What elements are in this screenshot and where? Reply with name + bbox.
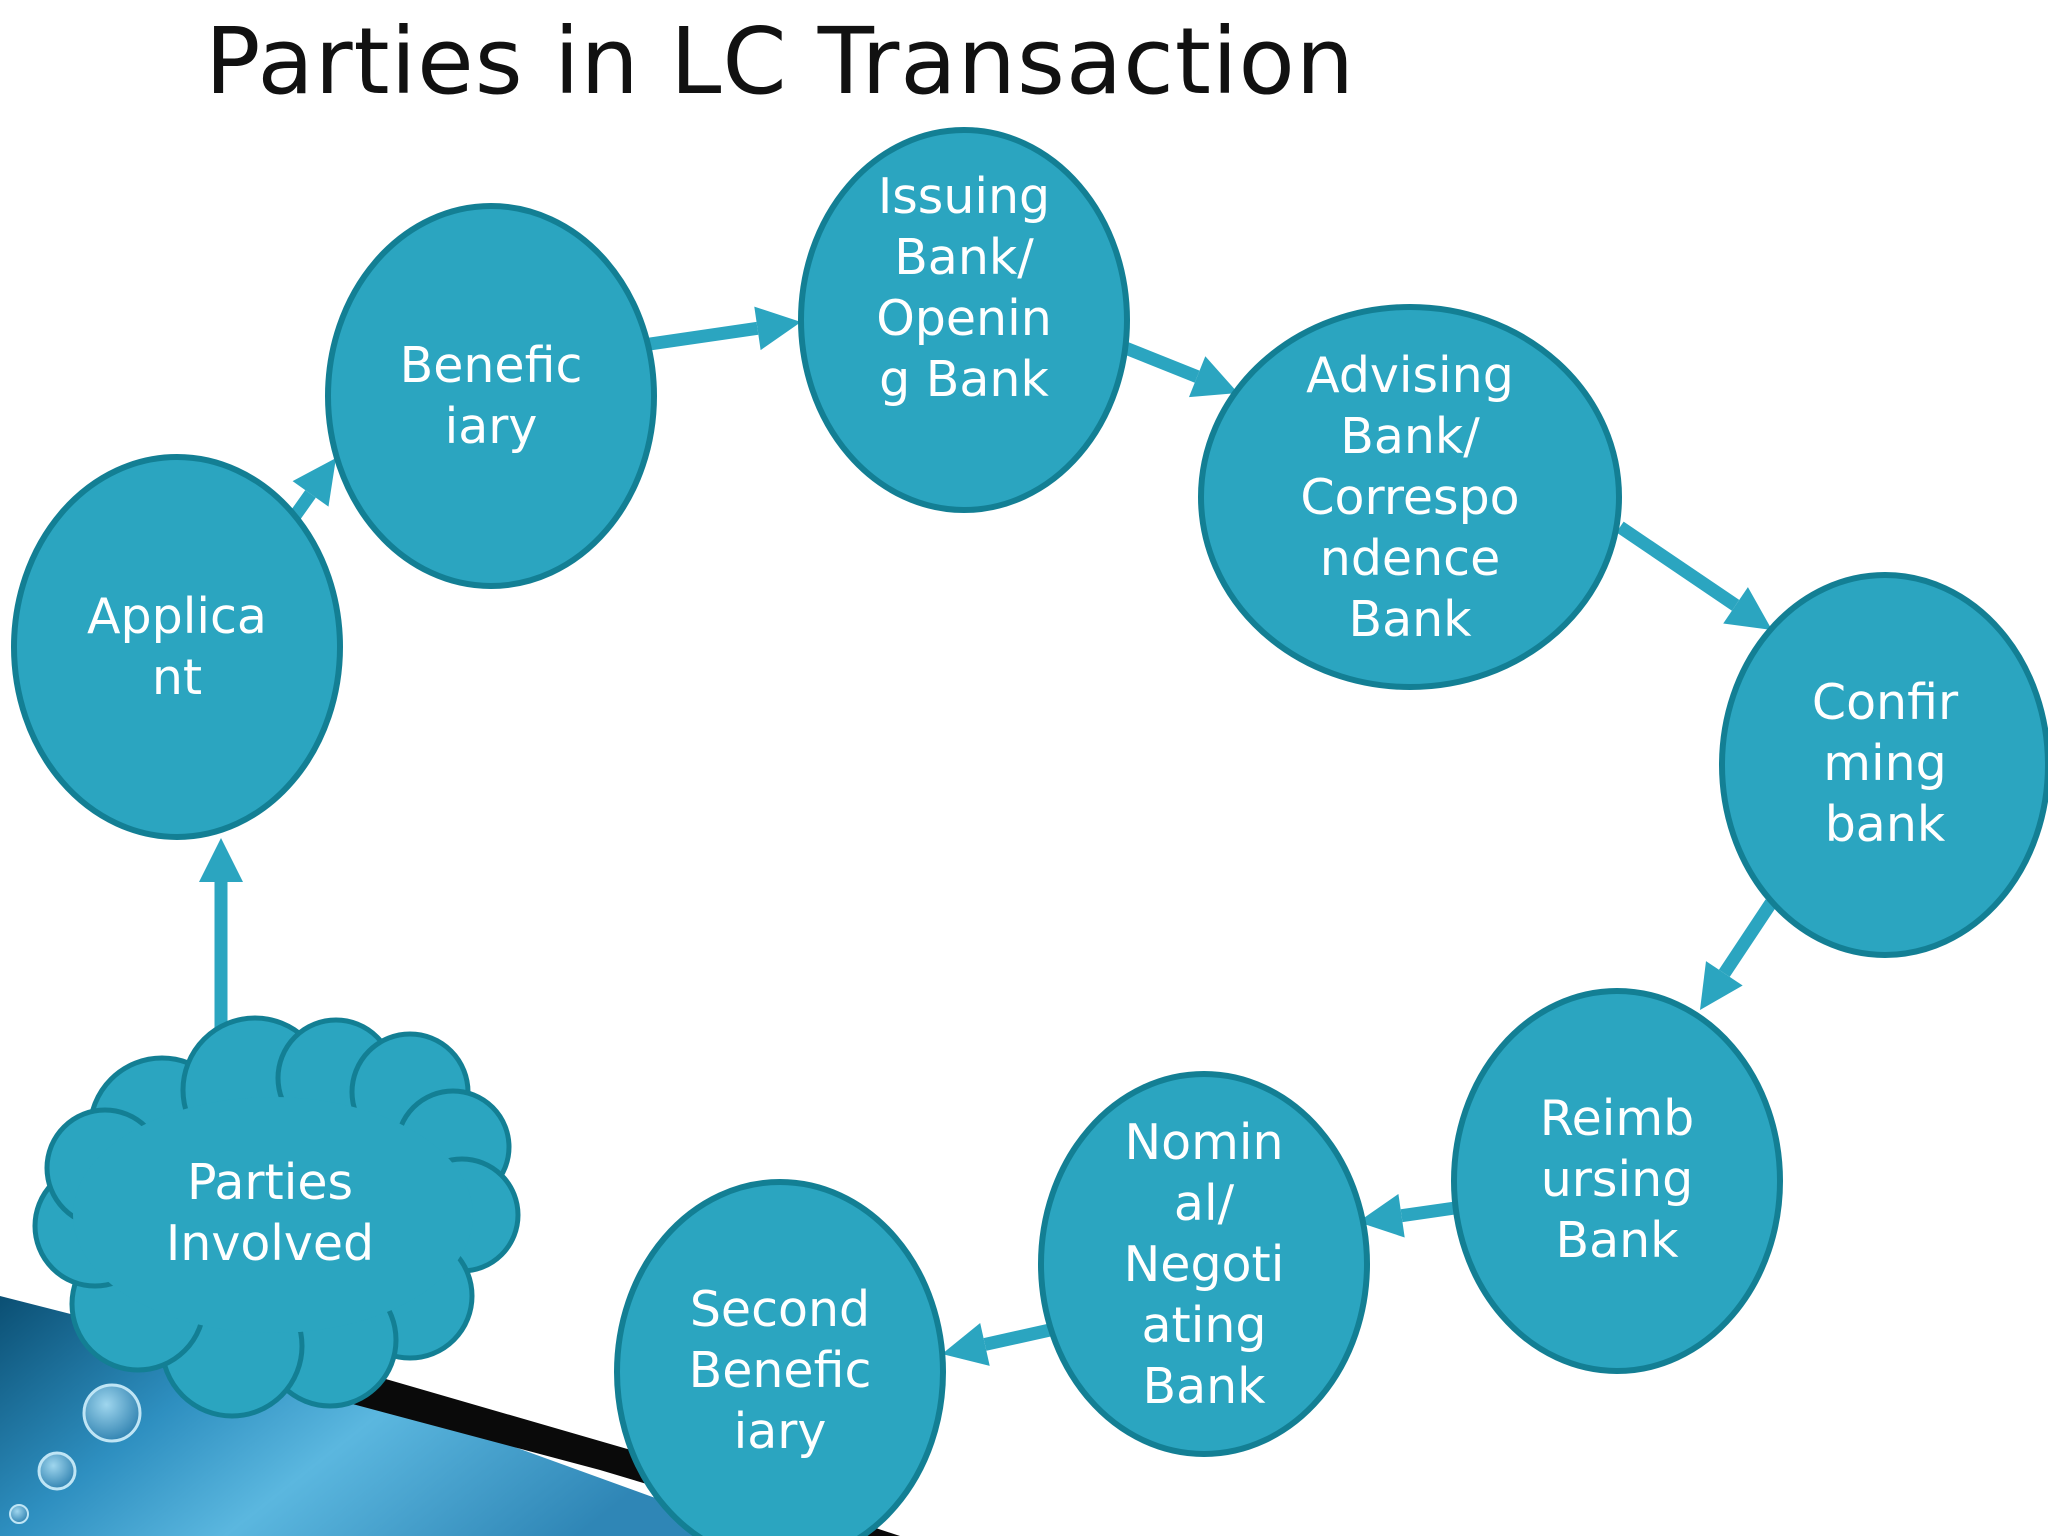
- beneficiary-node: [325, 203, 657, 589]
- arrow-issuing-to-advising-shaft: [1120, 340, 1200, 383]
- second-beneficiary-label: Second Benefic iary: [688, 1280, 872, 1460]
- arrow-advising-to-confirming: [1616, 521, 1772, 630]
- arrow-applicant-to-beneficiary-head: [292, 458, 336, 507]
- applicant-label: Applica nt: [87, 588, 267, 706]
- confirming-bank-label: Confir ming bank: [1811, 673, 1959, 853]
- negotiating-bank-label: Nomin al/ Negoti ating Bank: [1123, 1113, 1285, 1415]
- arrow-negotiating-to-second-shaft: [983, 1323, 1052, 1351]
- arrow-negotiating-to-second: [942, 1322, 1052, 1366]
- arrow-beneficiary-to-issuing-shaft: [642, 321, 759, 352]
- parties-involved-label: Parties Involved: [165, 1154, 375, 1272]
- arrow-confirming-to-reimbursing-head: [1700, 961, 1743, 1010]
- issuing-bank-label: Issuing Bank/ Openin g Bank: [876, 167, 1052, 408]
- advising-bank-node: [1198, 304, 1622, 690]
- reimbursing-bank-node: [1451, 988, 1783, 1374]
- arrow-issuing-to-advising: [1120, 340, 1238, 398]
- arrow-advising-to-confirming-head: [1723, 587, 1772, 630]
- confirming-bank-node: [1719, 572, 2048, 958]
- negotiating-bank-node: [1038, 1071, 1370, 1457]
- issuing-bank-node: [798, 127, 1130, 513]
- arrow-negotiating-to-second-head: [942, 1322, 990, 1366]
- second-beneficiary-node: [614, 1179, 946, 1536]
- arrow-beneficiary-to-issuing: [642, 306, 801, 352]
- arrow-confirming-to-reimbursing: [1700, 899, 1777, 1010]
- arrow-reimbursing-to-negotiating: [1358, 1193, 1456, 1238]
- arrow-beneficiary-to-issuing-head: [754, 306, 801, 351]
- advising-bank-label: Advising Bank/ Correspo ndence Bank: [1300, 346, 1520, 648]
- beneficiary-label: Benefic iary: [399, 337, 583, 455]
- arrow-advising-to-confirming-shaft: [1616, 521, 1740, 611]
- arrow-reimbursing-to-negotiating-shaft: [1400, 1201, 1456, 1223]
- arrow-reimbursing-to-negotiating-head: [1358, 1193, 1405, 1238]
- slide-title: Parties in LC Transaction: [205, 8, 1356, 115]
- arrow-issuing-to-advising-head: [1188, 356, 1238, 398]
- arrow-applicant-to-beneficiary: [286, 458, 336, 524]
- arrow-confirming-to-reimbursing-shaft: [1718, 899, 1777, 977]
- parties-involved-cloud: [32, 1015, 521, 1419]
- arrow-parties-to-applicant-head: [199, 838, 243, 882]
- applicant-node: [11, 454, 343, 840]
- reimbursing-bank-label: Reimb ursing Bank: [1539, 1089, 1695, 1269]
